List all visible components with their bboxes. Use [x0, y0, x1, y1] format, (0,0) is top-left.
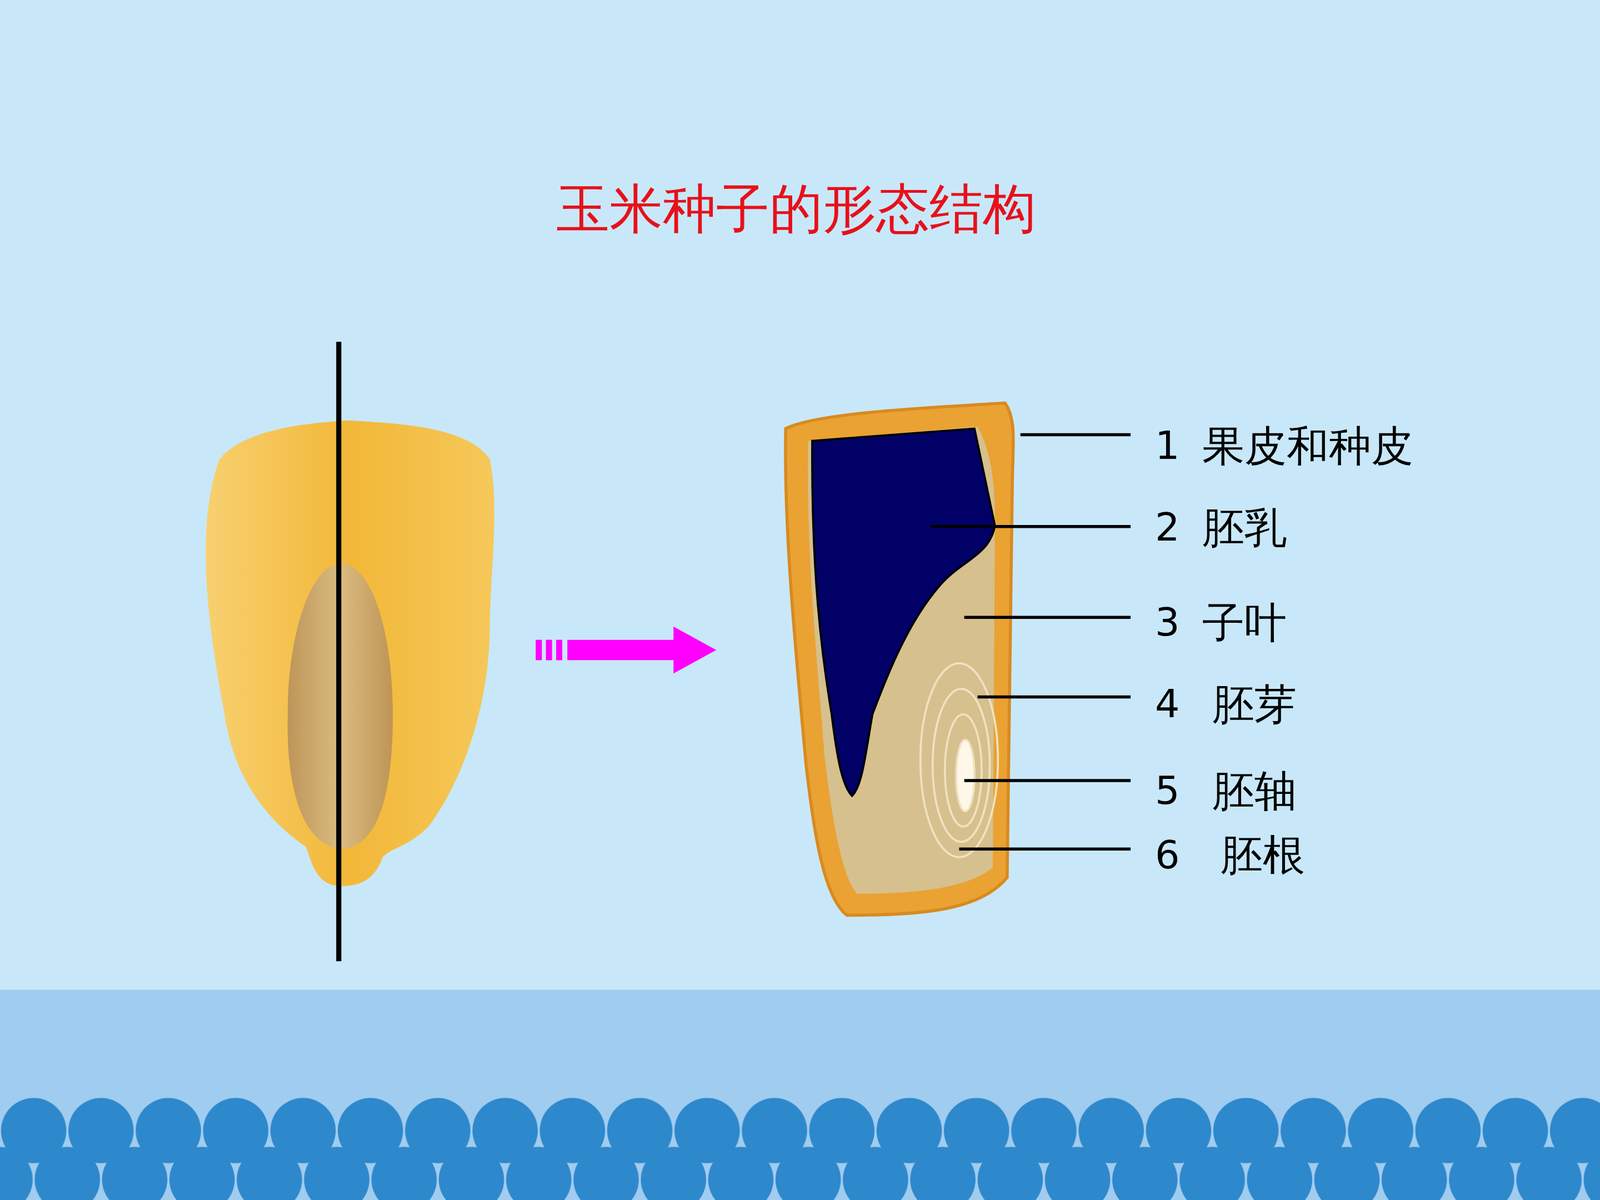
- callout-number: 5: [1155, 769, 1180, 813]
- callout-number: 1: [1155, 424, 1180, 468]
- embryo-rings: [920, 663, 999, 858]
- part-name: 胚乳: [1202, 504, 1287, 552]
- arrow-dash: [546, 640, 553, 661]
- part-name: 胚芽: [1212, 681, 1297, 728]
- callout-number: 4: [1155, 682, 1180, 726]
- part-name: 胚根: [1220, 831, 1305, 879]
- embryo-tissue: [807, 426, 995, 894]
- title: 玉米种子的形态结构: [556, 180, 1037, 239]
- cut-line: [336, 341, 342, 962]
- arrow: [567, 626, 717, 674]
- bottom-band: [0, 990, 1600, 1200]
- part-name: 子叶: [1202, 599, 1287, 647]
- corn-seed: [205, 420, 494, 887]
- callout-number: 3: [1155, 601, 1180, 644]
- part-name: 果皮和种皮: [1202, 422, 1414, 470]
- leader-lines: [930, 434, 1131, 849]
- callout-number: 6: [1155, 833, 1180, 877]
- part-name: 胚轴: [1212, 767, 1297, 815]
- callout-number: 2: [1155, 506, 1180, 549]
- arrow-dash: [556, 640, 563, 661]
- arrow-dash: [535, 640, 542, 661]
- pericarp: [785, 403, 1014, 916]
- scallop-band: [0, 1091, 1600, 1200]
